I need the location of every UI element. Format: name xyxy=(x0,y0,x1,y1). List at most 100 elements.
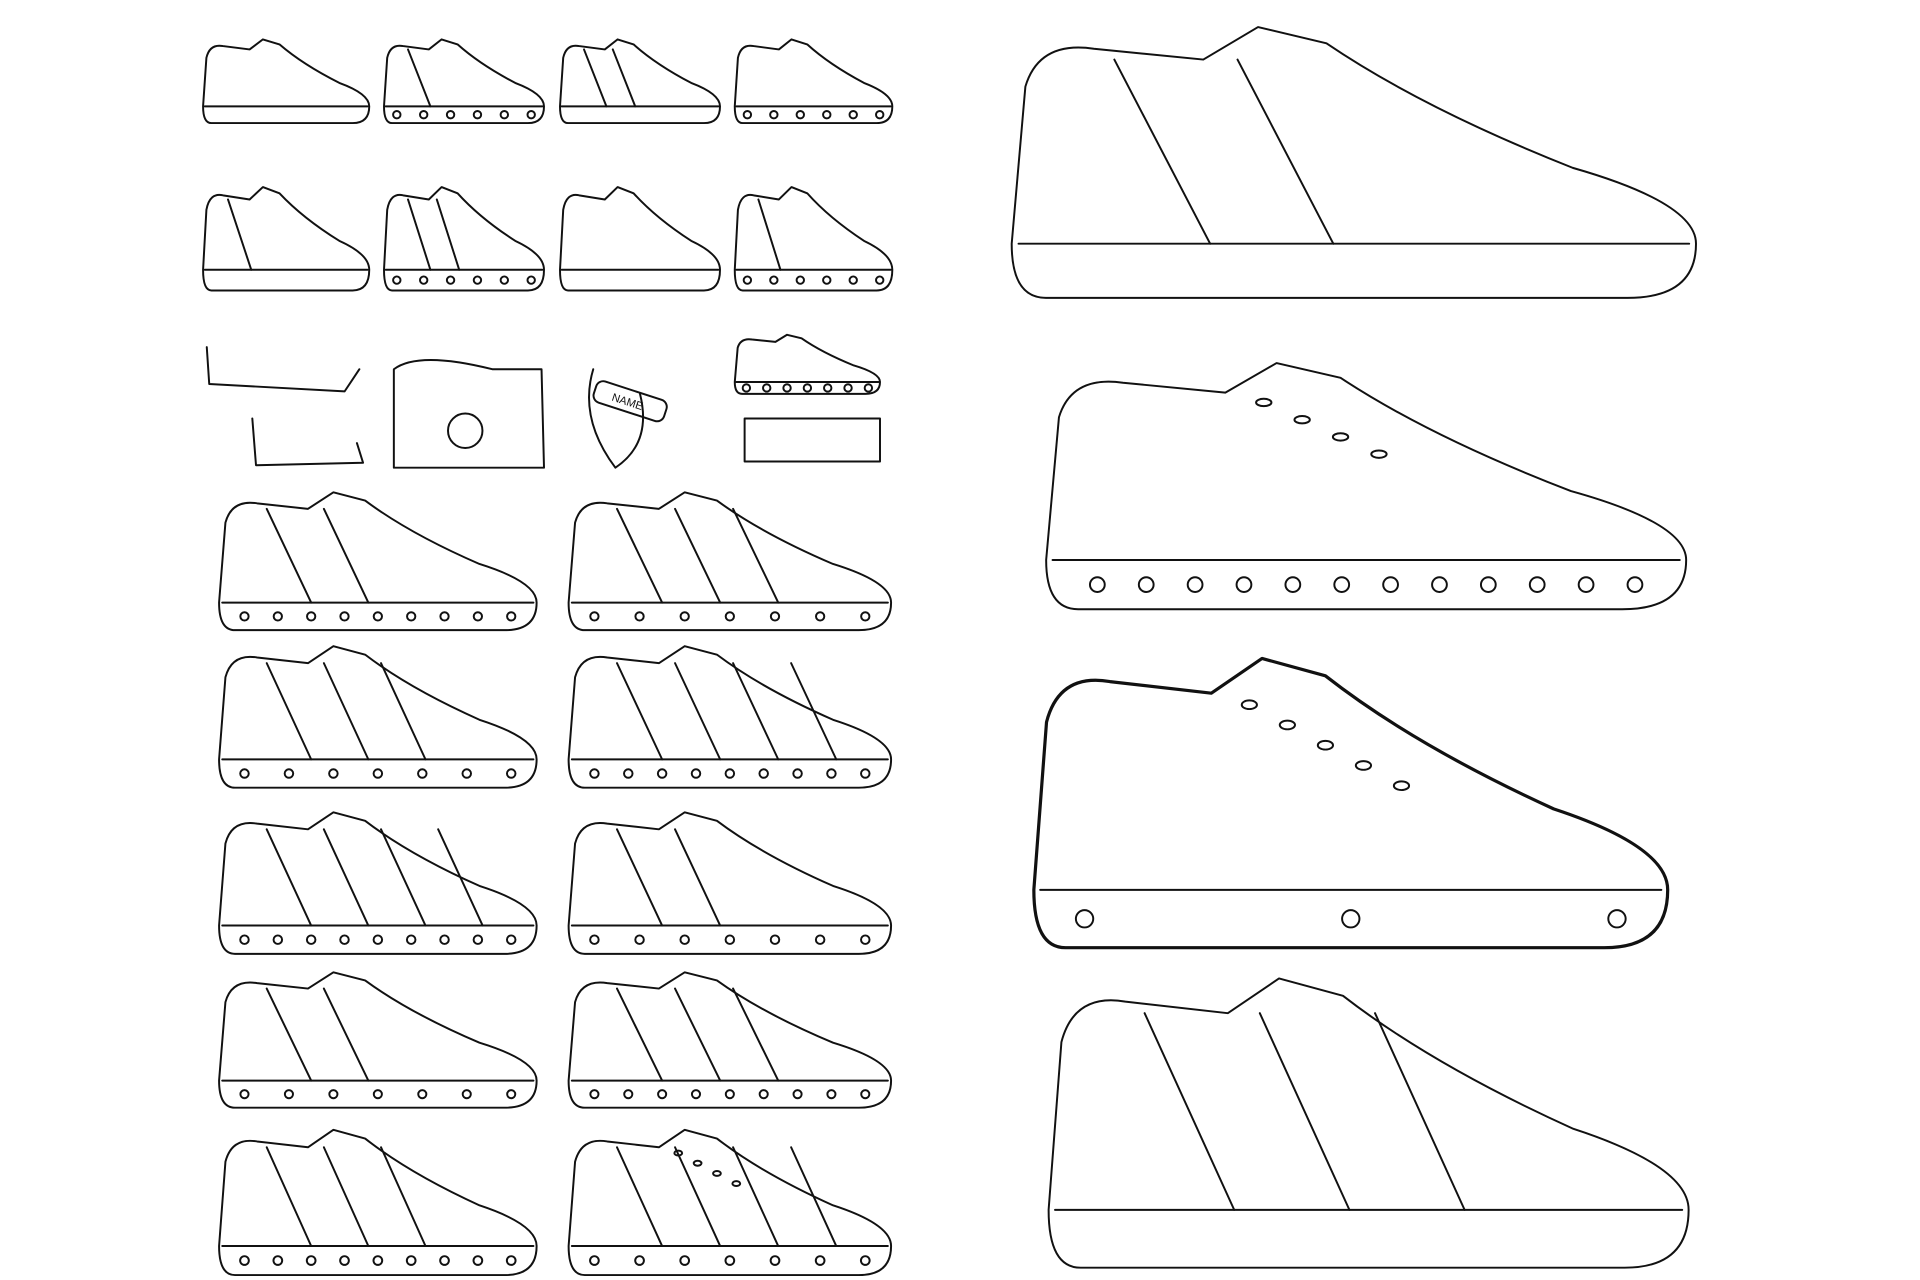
sole-lug xyxy=(239,1089,250,1100)
sole-lug xyxy=(848,275,858,285)
strap-line xyxy=(322,1146,370,1248)
sole-lug xyxy=(472,110,483,120)
sole-lug xyxy=(392,110,402,120)
strap-line xyxy=(674,507,722,604)
strap-line xyxy=(380,662,427,761)
sole-lug xyxy=(339,611,350,622)
sole-lug xyxy=(405,934,417,945)
sole-lug xyxy=(875,110,885,120)
sole-lug xyxy=(305,934,317,945)
strap-line xyxy=(790,1146,838,1248)
shoe-sketch xyxy=(567,645,893,789)
shoe-sketch xyxy=(733,333,881,395)
sole-lug xyxy=(679,934,690,945)
shoe-sketch xyxy=(202,38,371,125)
sole-lug xyxy=(782,383,792,393)
sole-lug xyxy=(372,611,383,622)
eyelet xyxy=(692,1159,703,1167)
shoe-outline xyxy=(218,971,538,1109)
eyelet xyxy=(1316,739,1335,751)
strap-line xyxy=(611,48,637,108)
strap-line xyxy=(407,48,432,108)
sole-lug xyxy=(724,1089,735,1100)
strap-line xyxy=(583,48,608,108)
sole-lug xyxy=(724,934,736,945)
sole-lug xyxy=(859,1255,871,1266)
strap-ring xyxy=(447,412,484,449)
sole-lug xyxy=(792,1089,803,1100)
sole-lug xyxy=(769,611,781,622)
sole-lug xyxy=(505,934,517,945)
sole-lug xyxy=(741,383,752,393)
strap-line xyxy=(265,662,313,761)
sole-lug xyxy=(822,275,832,285)
strap-line xyxy=(407,198,432,271)
strap-line xyxy=(732,662,780,761)
sole-lug xyxy=(814,1255,826,1266)
sole-lug xyxy=(239,768,250,779)
sole-lug xyxy=(724,1255,736,1266)
sole-lug xyxy=(1607,909,1627,929)
sole-lug xyxy=(822,110,832,120)
sole-lug xyxy=(769,275,779,285)
shoe-outline xyxy=(218,645,538,789)
sole-lug xyxy=(472,611,483,622)
strap-line xyxy=(616,828,664,927)
sole-lug xyxy=(1074,909,1095,929)
sole-lug xyxy=(679,611,690,622)
sole-lug xyxy=(239,934,250,945)
sole-lug xyxy=(439,611,450,622)
sole-lug xyxy=(823,383,833,393)
strap-name-label: NAME xyxy=(610,392,644,413)
eyelet xyxy=(1240,699,1258,711)
shoe-sketch xyxy=(733,38,894,125)
sole-lug xyxy=(461,1089,472,1100)
strap-line xyxy=(732,987,780,1082)
strap-line xyxy=(674,987,722,1082)
sole-lug xyxy=(758,1089,769,1100)
sole-lug xyxy=(724,611,735,622)
sole-lug xyxy=(419,110,429,120)
sole-lug xyxy=(372,1255,384,1266)
sole-lug xyxy=(306,611,317,622)
sole-lug xyxy=(634,1255,645,1266)
sole-lug xyxy=(439,934,450,945)
sole-lug xyxy=(724,768,736,779)
sole-lug xyxy=(305,1255,317,1266)
shoe-sketch xyxy=(733,186,894,292)
strap-line xyxy=(227,198,253,271)
sole-lug xyxy=(283,768,295,779)
large-sketch-column xyxy=(1010,26,1697,1269)
shoe-sketch xyxy=(202,186,371,292)
shoe-sketch xyxy=(559,38,721,125)
sole-lug xyxy=(875,275,885,285)
sole-lug xyxy=(863,383,874,393)
sole-lug xyxy=(795,110,805,120)
sole-lug xyxy=(792,768,803,779)
small-sketch-grid xyxy=(202,38,894,1277)
sole-lug xyxy=(461,768,472,779)
sole-lug xyxy=(634,611,645,622)
shoe-outline xyxy=(733,186,894,292)
shoe-sketch xyxy=(383,38,545,125)
strap-line xyxy=(1258,1012,1351,1211)
shoe-sketch xyxy=(218,971,538,1109)
shoe-sketch xyxy=(1045,362,1688,611)
eyelet xyxy=(712,1169,722,1177)
sole-lug xyxy=(826,1089,837,1100)
ankle-strap-sketch xyxy=(392,359,545,469)
shoe-sketch xyxy=(218,1128,538,1277)
sole-lug xyxy=(272,1255,284,1266)
sole-lug xyxy=(392,275,402,285)
sole-lug xyxy=(283,1089,294,1100)
sole-lug xyxy=(272,611,283,622)
shoe-sketch xyxy=(218,491,538,632)
strap-line xyxy=(322,828,370,927)
sole-lug xyxy=(1577,576,1595,593)
sole-lug xyxy=(405,1255,417,1266)
shoe-sketch xyxy=(1047,977,1690,1269)
strap-line xyxy=(435,198,461,271)
shoe-outline xyxy=(567,645,893,789)
strap-line xyxy=(380,1146,427,1248)
